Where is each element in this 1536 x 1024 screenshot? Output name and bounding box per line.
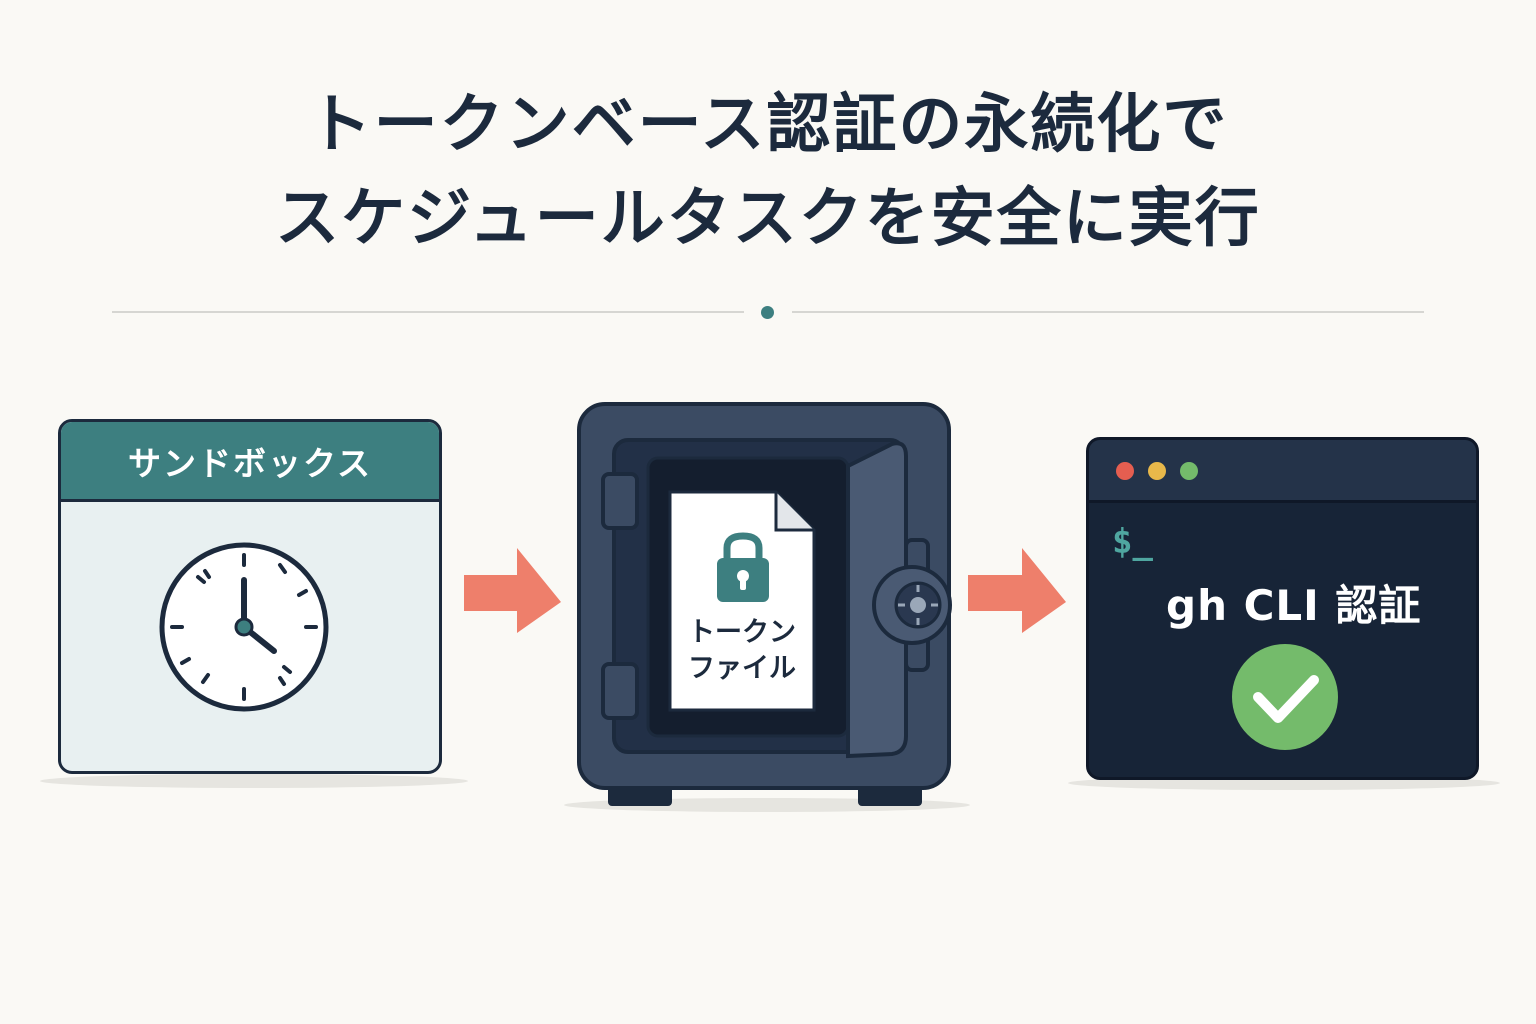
divider-dot bbox=[761, 306, 774, 319]
divider-right bbox=[792, 311, 1424, 313]
minimize-dot-icon bbox=[1148, 462, 1166, 480]
maximize-dot-icon bbox=[1180, 462, 1198, 480]
safe-shadow bbox=[564, 798, 970, 812]
sandbox-window: サンドボックス bbox=[58, 419, 442, 774]
title-line-2: スケジュールタスクを安全に実行 bbox=[275, 182, 1261, 256]
page-title: トークンベース認証の永続化で スケジュールタスクを安全に実行 bbox=[0, 78, 1536, 266]
title-line-1: トークンベース認証の永続化で bbox=[307, 88, 1229, 162]
terminal-title-bar bbox=[1089, 440, 1476, 503]
sandbox-shadow bbox=[40, 774, 468, 788]
sandbox-header: サンドボックス bbox=[61, 422, 439, 502]
divider-left bbox=[112, 311, 744, 313]
close-dot-icon bbox=[1116, 462, 1134, 480]
gh-cli-auth-label: gh CLI 認証 bbox=[1166, 581, 1422, 630]
token-file-label-line1: トークン bbox=[688, 617, 796, 648]
token-file-label-line2: ファイル bbox=[688, 653, 796, 684]
terminal-prompt: $_ bbox=[1112, 522, 1153, 562]
